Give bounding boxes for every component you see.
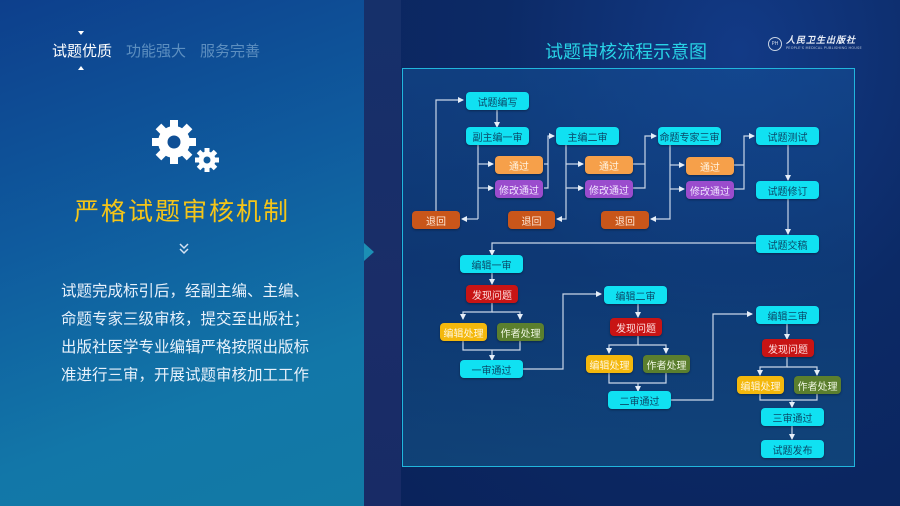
node-review1[interactable]: 副主编一审 [466, 127, 529, 145]
node-revise[interactable]: 试题修订 [756, 181, 819, 199]
diagram-title: 试题审核流程示意图 [545, 42, 707, 63]
node-editor-fix-1[interactable]: 编辑处理 [440, 323, 487, 341]
double-chevron-down-icon[interactable] [178, 242, 190, 256]
publisher-logo: PH 人民卫生出版社 PEOPLE'S MEDICAL PUBLISHING H… [768, 36, 862, 51]
connector [460, 302, 493, 320]
node-issue-3[interactable]: 发现问题 [762, 339, 814, 357]
connector [757, 357, 788, 376]
connector [489, 242, 756, 256]
node-return-1[interactable]: 退回 [412, 211, 460, 229]
connector [544, 133, 555, 189]
connector [523, 291, 602, 370]
connector [556, 145, 567, 222]
nav-tab-quality[interactable]: 试题优质 [52, 31, 113, 70]
connector [638, 344, 669, 354]
connector [787, 366, 820, 376]
node-edit3[interactable]: 编辑三审 [756, 306, 819, 324]
connector [671, 311, 753, 401]
node-author-fix-3[interactable]: 作者处理 [794, 376, 841, 394]
publisher-logo-icon: PH [768, 36, 782, 51]
description: 试题完成标引后，经副主编、主编、命题专家三级审核，提交至出版社；出版社医学专业编… [60, 282, 309, 384]
node-editor-fix-3[interactable]: 编辑处理 [737, 376, 784, 394]
node-editor-fix-2[interactable]: 编辑处理 [586, 355, 633, 373]
node-pass-2[interactable]: 通过 [585, 156, 633, 174]
node-return-3[interactable]: 退回 [601, 211, 649, 229]
publisher-name-cn: 人民卫生出版社 [786, 36, 857, 46]
node-issue-1[interactable]: 发现问题 [466, 285, 518, 303]
connector [492, 311, 523, 320]
node-review3[interactable]: 命题专家三审 [658, 127, 721, 145]
node-pass2[interactable]: 二审通过 [608, 391, 671, 409]
connector [733, 133, 755, 190]
connector [606, 335, 639, 354]
nav-tabs: 试题优质 功能强大 服务完善 [52, 31, 261, 70]
node-author-fix-1[interactable]: 作者处理 [497, 323, 544, 341]
node-edit1[interactable]: 编辑一审 [460, 255, 523, 273]
node-submit[interactable]: 试题交稿 [756, 235, 819, 253]
node-test[interactable]: 试题测试 [756, 127, 819, 145]
headline: 严格试题审核机制 [73, 197, 290, 226]
node-author-fix-2[interactable]: 作者处理 [643, 355, 690, 373]
node-modify-pass-2[interactable]: 修改通过 [585, 180, 633, 198]
publisher-name-en: PEOPLE'S MEDICAL PUBLISHING HOUSE [786, 46, 862, 50]
pointer-arrow-icon [364, 243, 374, 261]
node-pass1[interactable]: 一审通过 [460, 360, 523, 378]
nav-tab-features[interactable]: 功能强大 [126, 42, 187, 60]
connector [759, 393, 818, 401]
node-publish[interactable]: 试题发布 [761, 440, 824, 458]
background-left [0, 0, 364, 506]
node-pass-1[interactable]: 通过 [495, 156, 543, 174]
connector [435, 97, 464, 211]
nav-tab-service[interactable]: 服务完善 [200, 42, 261, 60]
node-return-2[interactable]: 退回 [508, 211, 555, 229]
connector [633, 133, 657, 189]
connector [608, 372, 667, 384]
node-issue-2[interactable]: 发现问题 [610, 318, 662, 336]
node-edit2[interactable]: 编辑二审 [604, 286, 667, 304]
node-modify-pass-3[interactable]: 修改通过 [686, 181, 734, 199]
node-write[interactable]: 试题编写 [466, 92, 529, 110]
connector [650, 145, 671, 222]
node-pass3[interactable]: 三审通过 [761, 408, 824, 426]
node-pass-3[interactable]: 通过 [686, 157, 734, 175]
node-review2[interactable]: 主编二审 [556, 127, 619, 145]
gears-icon [152, 120, 219, 172]
node-modify-pass-1[interactable]: 修改通过 [495, 180, 543, 198]
